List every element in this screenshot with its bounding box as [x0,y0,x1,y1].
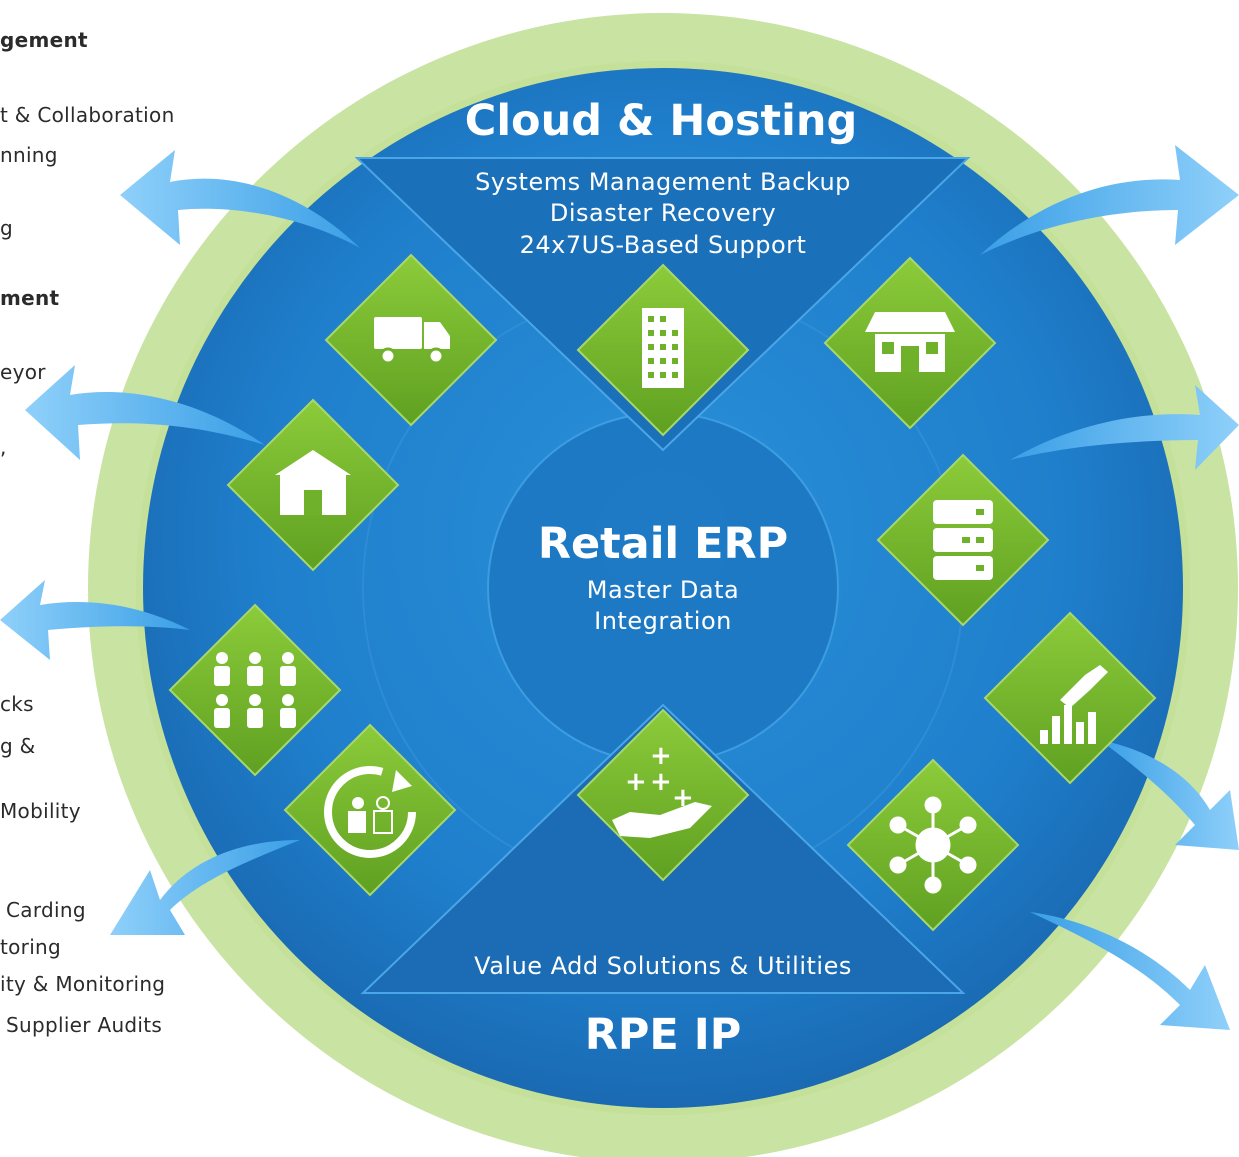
consulting-cycle-icon [324,766,416,858]
left-line-11: ity & Monitoring [0,972,166,996]
diamond-analytics [983,611,1157,785]
left-line-2: nning [0,143,58,167]
center-line-1: Master Data [586,576,740,604]
diamond-warehouse [226,398,400,572]
diamond-server [876,453,1050,627]
arrow-right-4 [1030,912,1230,1030]
arrow-right-2 [1010,385,1239,470]
svg-text:+: + [650,741,672,771]
network-hub-icon [889,796,977,894]
right-arrows [980,145,1239,1030]
retail-erp-title: Retail ERP [537,519,789,569]
arrow-left-4 [110,840,300,935]
cloud-hosting-title: Cloud & Hosting [464,96,858,146]
storefront-icon [865,312,955,372]
left-line-1: t & Collaboration [0,103,175,127]
diamond-team [168,603,342,777]
cloud-line-3: 24x7US-Based Support [519,231,807,259]
left-line-7: g & [0,734,36,758]
left-line-12: Supplier Audits [6,1013,163,1037]
diamond-consulting [283,723,457,897]
left-arrows [0,150,360,935]
server-icon [933,500,993,580]
analytics-hand-icon [1040,665,1108,744]
cloud-line-1: Systems Management Backup [475,168,851,196]
left-line-8: Mobility [0,799,81,823]
left-line-4: eyor [0,360,46,384]
left-heading-2: ment [0,286,60,310]
rpe-ip-title: RPE IP [584,1010,742,1060]
warehouse-icon [275,450,351,515]
center-line-2: Integration [594,607,732,635]
arrow-left-2 [25,365,265,460]
arrow-left-3 [0,580,190,660]
diamond-network [846,758,1020,932]
left-line-6: cks [0,692,34,716]
cloud-line-2: Disaster Recovery [549,199,777,227]
team-icon [214,652,296,728]
arrow-left-1 [120,150,360,248]
svg-text:+: + [650,767,672,797]
diamond-truck [324,253,498,427]
value-add-subtitle: Value Add Solutions & Utilities [474,952,852,980]
left-line-9: Carding [6,898,86,922]
left-heading-1: gement [0,28,88,52]
svg-text:+: + [625,767,647,797]
diamond-building [576,263,750,437]
arrow-right-3 [1100,740,1239,850]
arrow-right-1 [980,145,1239,255]
left-line-10: toring [0,935,62,959]
diamond-value-add: + + + + [576,708,750,882]
diamond-storefront [823,256,997,430]
truck-icon [374,317,450,365]
building-icon [642,308,684,388]
left-line-5: , [0,435,7,459]
left-line-3: g [0,216,13,240]
value-add-hand-icon: + + + + [612,741,712,838]
